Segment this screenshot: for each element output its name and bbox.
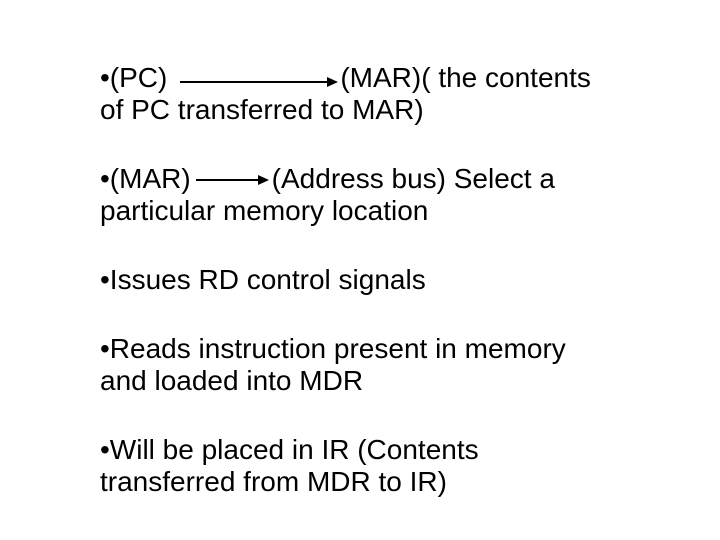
bullet-text-line2: of PC transferred to MAR) (100, 94, 424, 125)
right-arrow-icon (180, 81, 328, 83)
bullet-line: •(MAR) (Address bus) Select a (100, 163, 700, 195)
bullet-text-line2: transferred from MDR to IR) (100, 466, 447, 497)
bullet-text-line1: •Issues RD control signals (100, 264, 426, 295)
bullet-text-pre: •(MAR) (100, 163, 191, 194)
bullet-text-line1: •Will be placed in IR (Contents (100, 434, 479, 465)
bullet-text-post: (MAR)( the contents (340, 62, 591, 93)
right-arrow-icon (195, 179, 258, 181)
bullet-rd-control-signals: •Issues RD control signals (100, 264, 700, 296)
bullet-reads-instruction: •Reads instruction present in memory and… (100, 333, 700, 397)
bullet-placed-in-ir: •Will be placed in IR (Contents transfer… (100, 434, 700, 498)
slide-text-block: •(PC) (MAR)( the contents of PC transferr… (100, 62, 700, 498)
bullet-text-line2: and loaded into MDR (100, 365, 364, 396)
bullet-pc-to-mar: •(PC) (MAR)( the contents of PC transferr… (100, 62, 700, 126)
bullet-text-pre: •(PC) (100, 62, 168, 93)
bullet-mar-to-address-bus: •(MAR) (Address bus) Select a particular … (100, 163, 700, 227)
bullet-text-post: (Address bus) Select a (271, 163, 555, 194)
bullet-text-line2: particular memory location (100, 195, 429, 226)
bullet-line: •(PC) (MAR)( the contents (100, 62, 700, 94)
bullet-text-line1: •Reads instruction present in memory (100, 333, 566, 364)
